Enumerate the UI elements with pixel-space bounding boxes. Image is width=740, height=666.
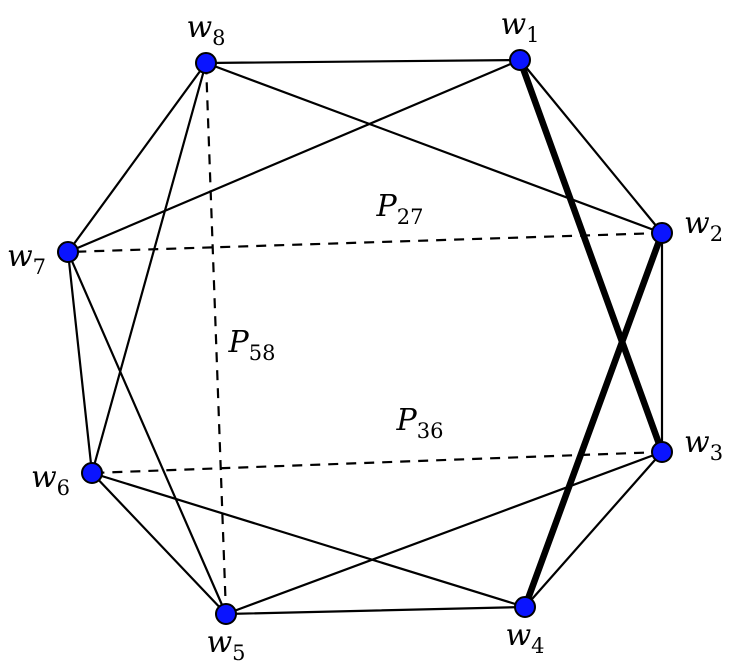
edge-w8-w2	[204, 61, 664, 235]
edge-w3-w4	[523, 450, 664, 609]
vertex-label-w1: w1	[500, 7, 539, 47]
edge-w5-w7	[66, 250, 228, 616]
edge-w4-w6	[90, 471, 527, 609]
edge-w3-w5	[224, 450, 664, 616]
edge-w6-w7	[66, 250, 94, 475]
vertex-label-w4: w4	[505, 618, 544, 658]
vertex-w1	[509, 49, 531, 71]
vertex-w2	[651, 222, 673, 244]
vertex-w7	[57, 241, 79, 263]
vertex-label-w7: w7	[7, 239, 46, 279]
edge-w5-w8	[204, 62, 228, 615]
edge-w8-w7	[66, 61, 208, 254]
path-label-P36: P36	[396, 403, 444, 443]
edge-w5-w6	[90, 471, 228, 616]
vertex-label-w6: w6	[31, 460, 70, 500]
vertex-label-w5: w5	[206, 625, 245, 665]
edge-w2-w4	[521, 229, 666, 611]
vertex-w8	[195, 52, 217, 74]
edge-w4-w5	[224, 605, 527, 616]
vertex-w3	[651, 441, 673, 463]
vertex-w4	[514, 596, 536, 618]
vertex-w6	[81, 462, 103, 484]
edge-w3-w6	[91, 450, 663, 475]
vertex-label-w2: w2	[684, 206, 723, 246]
vertex-label-w3: w3	[684, 425, 723, 465]
edge-w1-w2	[518, 58, 664, 235]
edge-w8-w1	[204, 58, 522, 65]
edge-w8-w6	[90, 61, 208, 475]
vertex-label-w8: w8	[186, 10, 225, 50]
vertex-w5	[215, 603, 237, 625]
nodes-layer	[57, 49, 673, 625]
edge-w1-w3	[516, 56, 666, 456]
edge-w1-w7	[66, 58, 522, 254]
path-label-P27: P27	[376, 189, 424, 229]
path-label-P58: P58	[228, 325, 276, 365]
edges-layer	[66, 56, 666, 616]
edge-w2-w7	[67, 231, 663, 254]
